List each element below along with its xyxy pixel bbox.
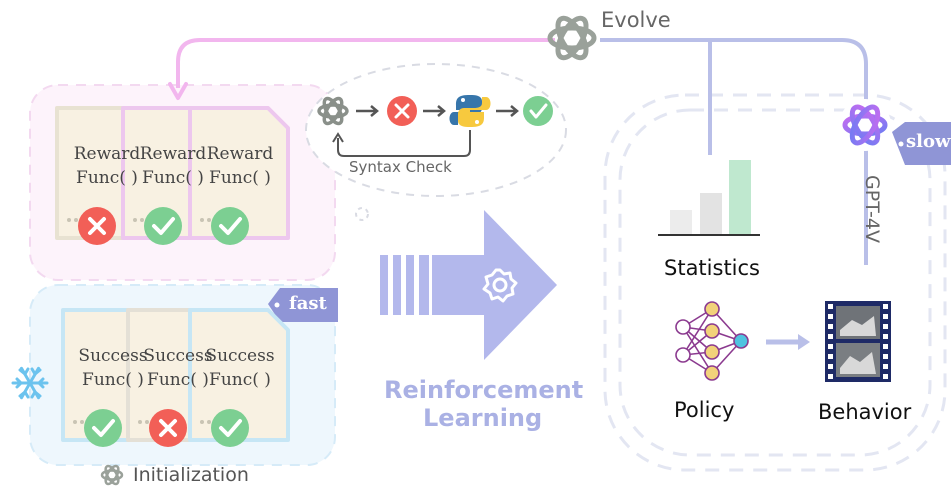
- pass-check-icon: [211, 207, 249, 245]
- slow-label: slow: [906, 131, 951, 152]
- pass-check-icon: [523, 96, 553, 126]
- reward-func-doc-line2: Func( ): [76, 168, 138, 188]
- policy-network-icon: [682, 308, 742, 374]
- success-func-doc: [188, 308, 290, 447]
- policy-label: Policy: [674, 398, 735, 422]
- reward-func-doc-line1: Reward: [73, 144, 141, 164]
- success-func-doc-line1: Success: [143, 346, 213, 366]
- gpt4v-label: GPT-4V: [860, 175, 883, 243]
- gpt-small-icon: [317, 96, 349, 126]
- rl-arrow: [380, 210, 557, 360]
- syntax-check-label: Syntax Check: [349, 158, 452, 176]
- gear-icon: [482, 268, 518, 303]
- fast-tag: [268, 288, 338, 322]
- fast-label: fast: [289, 293, 327, 314]
- reward-func-doc-line2: Func( ): [142, 168, 204, 188]
- success-func-doc-line2: Func( ): [209, 370, 271, 390]
- success-func-doc-line1: Success: [78, 346, 148, 366]
- success-func-doc-line2: Func( ): [82, 370, 144, 390]
- statistics-bars-icon: [658, 160, 760, 236]
- evolve-label: Evolve: [601, 8, 671, 32]
- evolve-arrow-pink: [176, 38, 555, 88]
- slow-tag: [892, 122, 951, 165]
- reward-func-doc-line2: Func( ): [209, 168, 271, 188]
- pass-check-icon: [84, 409, 122, 447]
- reward-func-doc-line1: Reward: [139, 144, 207, 164]
- reward-func-doc: [188, 106, 290, 245]
- reward-func-doc-line1: Reward: [206, 144, 274, 164]
- python-icon: [449, 95, 491, 127]
- success-func-doc-line1: Success: [205, 346, 275, 366]
- statistics-label: Statistics: [664, 256, 760, 280]
- snowflake-icon: [11, 366, 49, 400]
- initialization-label: Initialization: [133, 464, 249, 486]
- pass-check-icon: [144, 207, 182, 245]
- rl-label-line1: Reinforcement: [384, 376, 584, 404]
- behavior-label: Behavior: [818, 400, 912, 424]
- evolve-arrow-blue: [600, 38, 868, 265]
- syntax-check-bubble: [305, 63, 567, 197]
- openai-logo-icon: [547, 15, 597, 61]
- syntax-loop-arrow: [337, 130, 471, 157]
- behavior-film-icon: [825, 301, 891, 382]
- success-func-doc-line2: Func( ): [147, 370, 209, 390]
- gpt4v-logo-icon: [839, 99, 891, 151]
- pass-check-icon: [211, 409, 249, 447]
- environment-loop: [603, 93, 947, 472]
- rl-label-line2: Learning: [423, 404, 543, 432]
- init-openai-icon: [100, 464, 124, 486]
